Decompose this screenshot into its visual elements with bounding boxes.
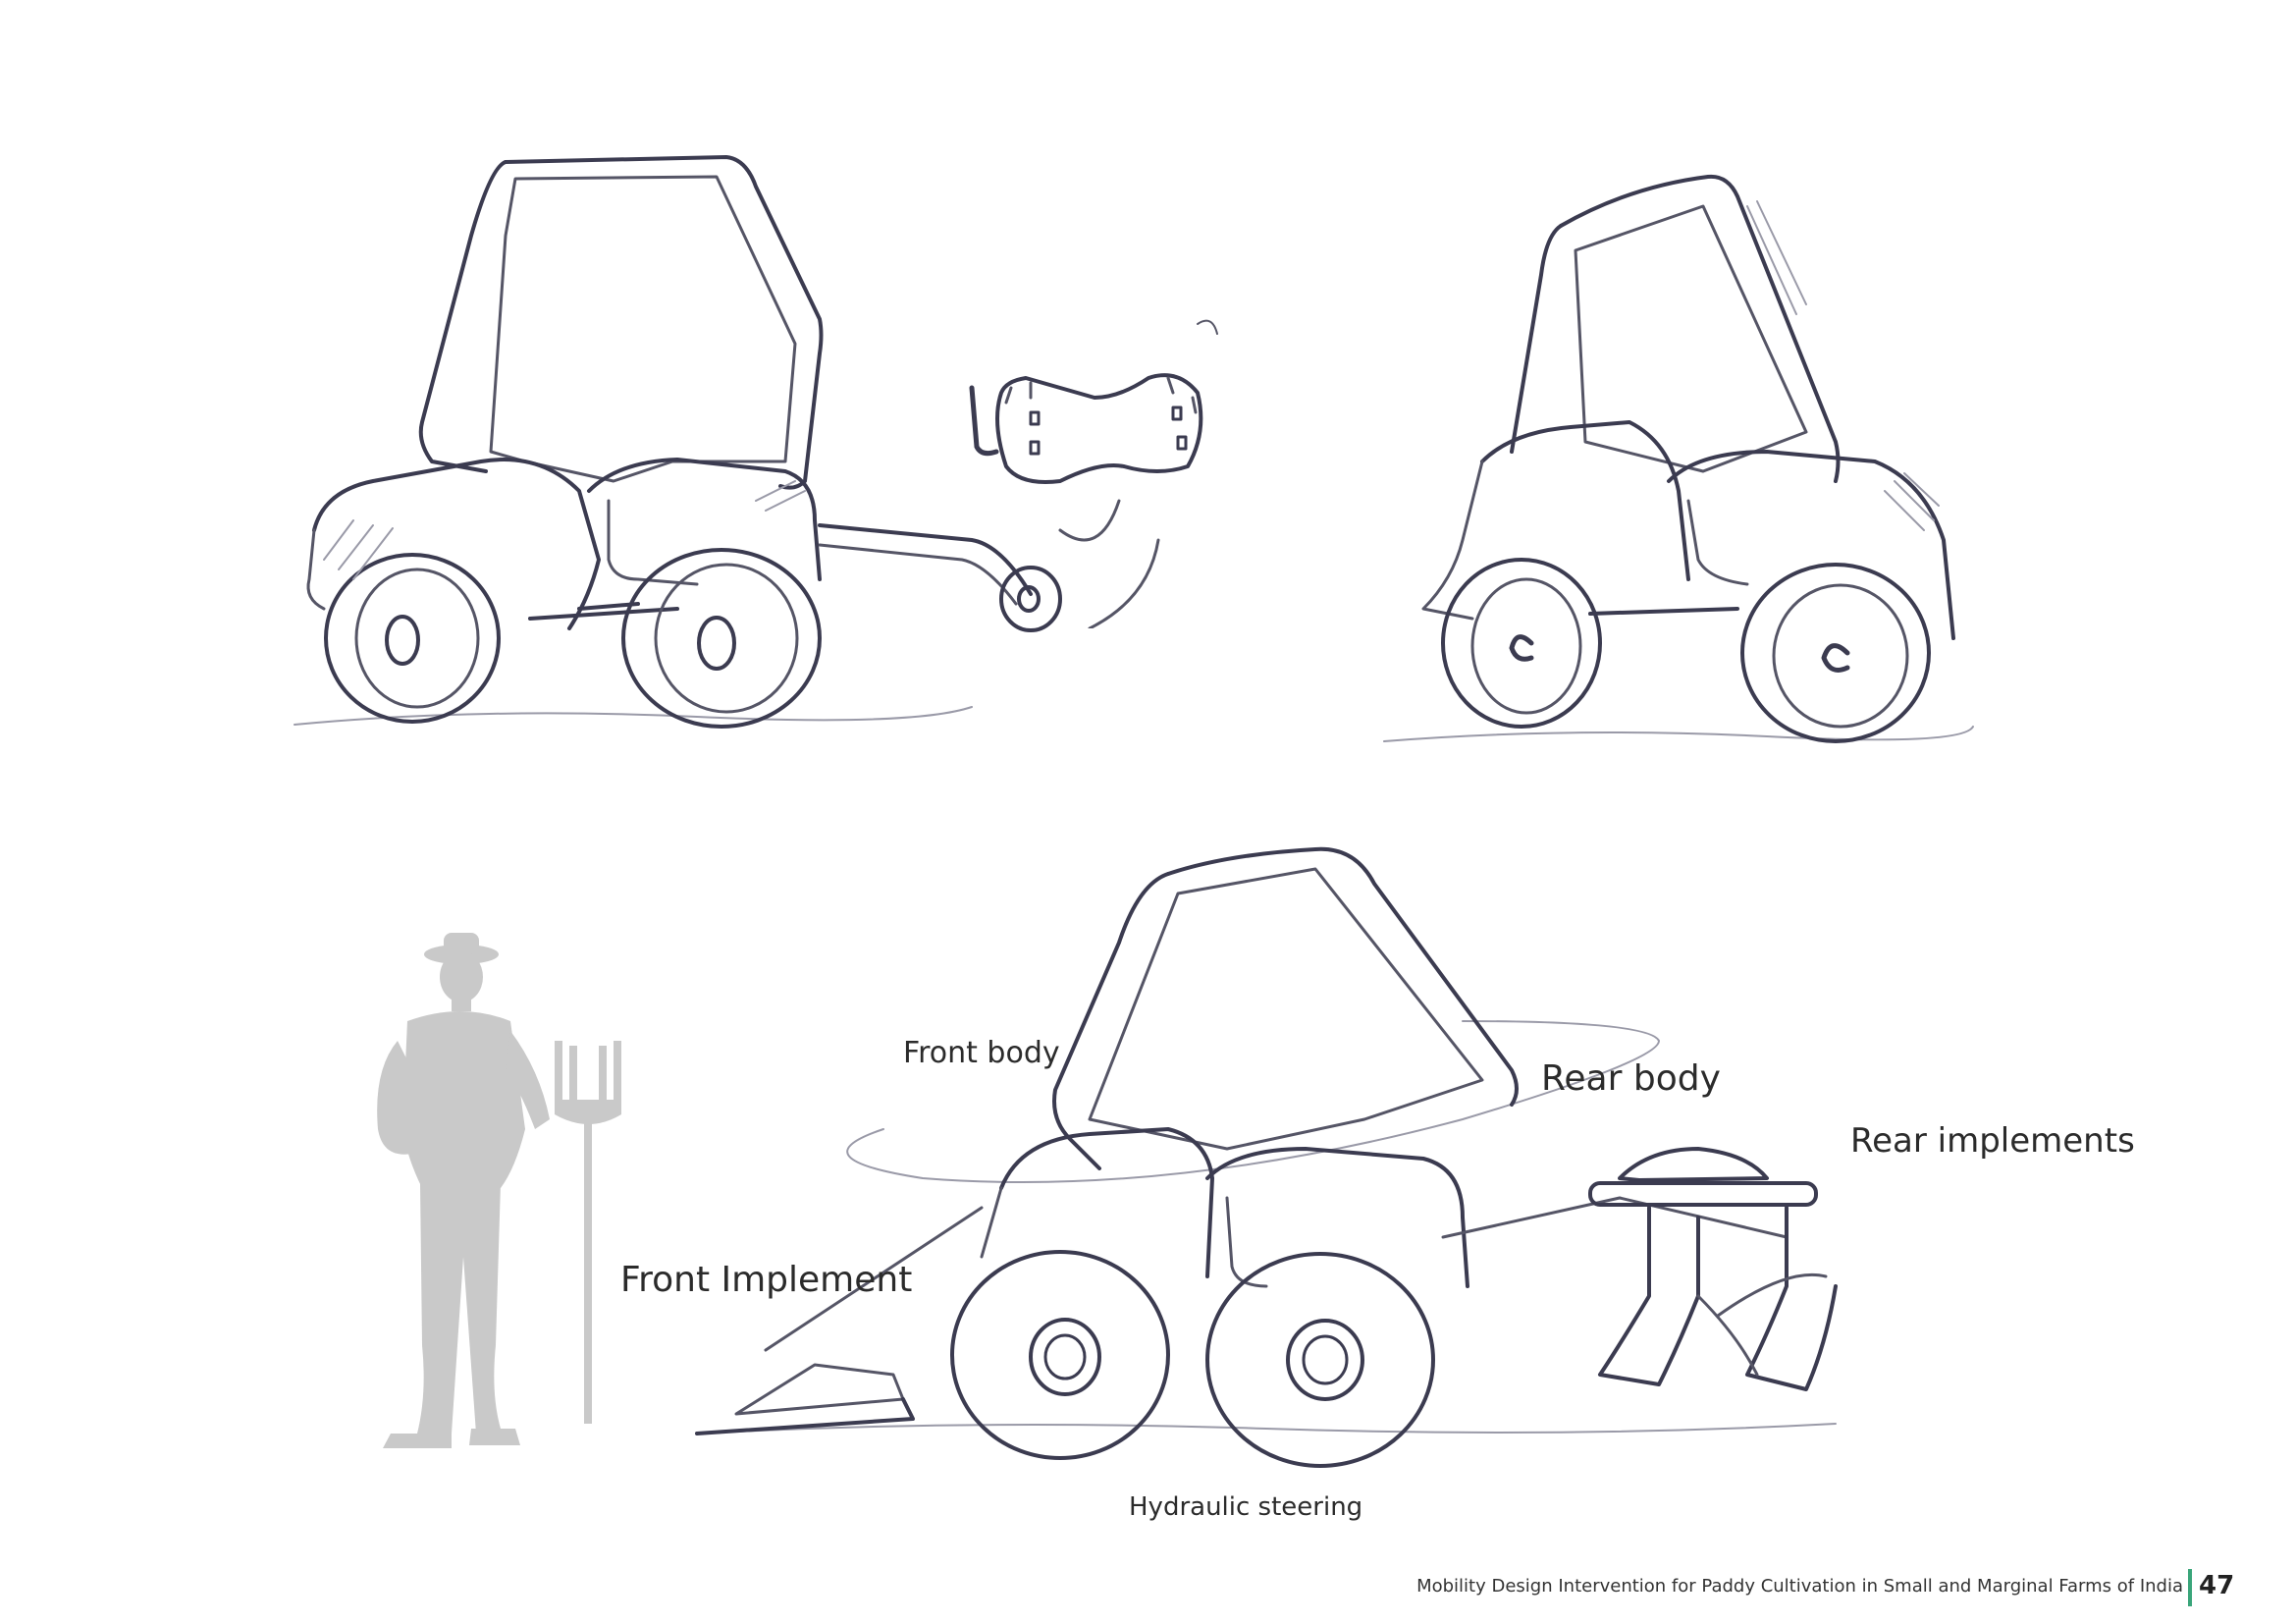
footer-title: Mobility Design Intervention for Paddy C… (1416, 1576, 2183, 1597)
label-front-implement: Front Implement (620, 1260, 913, 1300)
roller-detail-sketch (969, 319, 1218, 628)
tractor-perspective-sketch (1383, 174, 1974, 743)
footer-accent-bar (2188, 1569, 2192, 1606)
tractor-side-sketch (294, 155, 1062, 729)
label-rear-implements: Rear implements (1850, 1121, 2135, 1161)
farmer-silhouette (377, 933, 621, 1448)
label-front-body: Front body (903, 1036, 1060, 1070)
label-hydraulic-steering: Hydraulic steering (1129, 1492, 1363, 1522)
page-number: 47 (2199, 1571, 2235, 1600)
tractor-annotated-sketch (695, 846, 1838, 1468)
label-rear-body: Rear body (1541, 1058, 1721, 1099)
